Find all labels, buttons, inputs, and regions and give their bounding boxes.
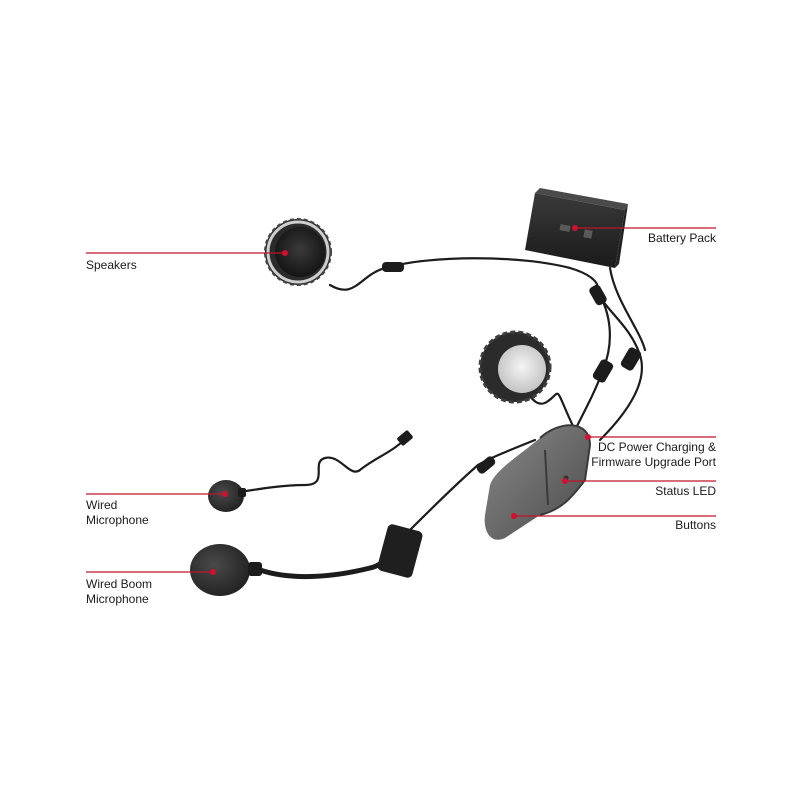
leader-dots [210,225,591,575]
wired-boom-microphone-label-line2: Microphone [86,592,149,606]
wired-microphone-label: Wired Microphone [86,498,149,528]
speaker-left [264,218,332,286]
speakers-label: Speakers [86,258,137,273]
cables [238,257,647,580]
wired-boom-microphone-label: Wired Boom Microphone [86,577,152,607]
cable-connectors [382,262,642,474]
buttons-label-text: Buttons [675,518,716,532]
dc-power-label-line2: Firmware Upgrade Port [591,455,716,469]
wired-microphone-label-line1: Wired [86,498,118,512]
speakers-label-text: Speakers [86,258,137,272]
buttons-label: Buttons [675,518,716,533]
wired-microphone-label-line2: Microphone [86,513,149,527]
status-led-label: Status LED [655,484,716,499]
status-led-label-text: Status LED [655,484,716,498]
wired-boom-microphone-label-line1: Wired Boom [86,577,153,591]
speaker-right [478,330,552,404]
wired-boom-microphone [190,524,423,596]
dc-power-label: DC Power Charging & Firmware Upgrade Por… [591,440,716,470]
dc-power-label-line1: DC Power Charging & [597,440,716,454]
battery-pack-label: Battery Pack [648,231,716,246]
battery-pack-label-text: Battery Pack [647,231,716,245]
control-unit [484,424,592,540]
leader-lines [86,227,716,573]
